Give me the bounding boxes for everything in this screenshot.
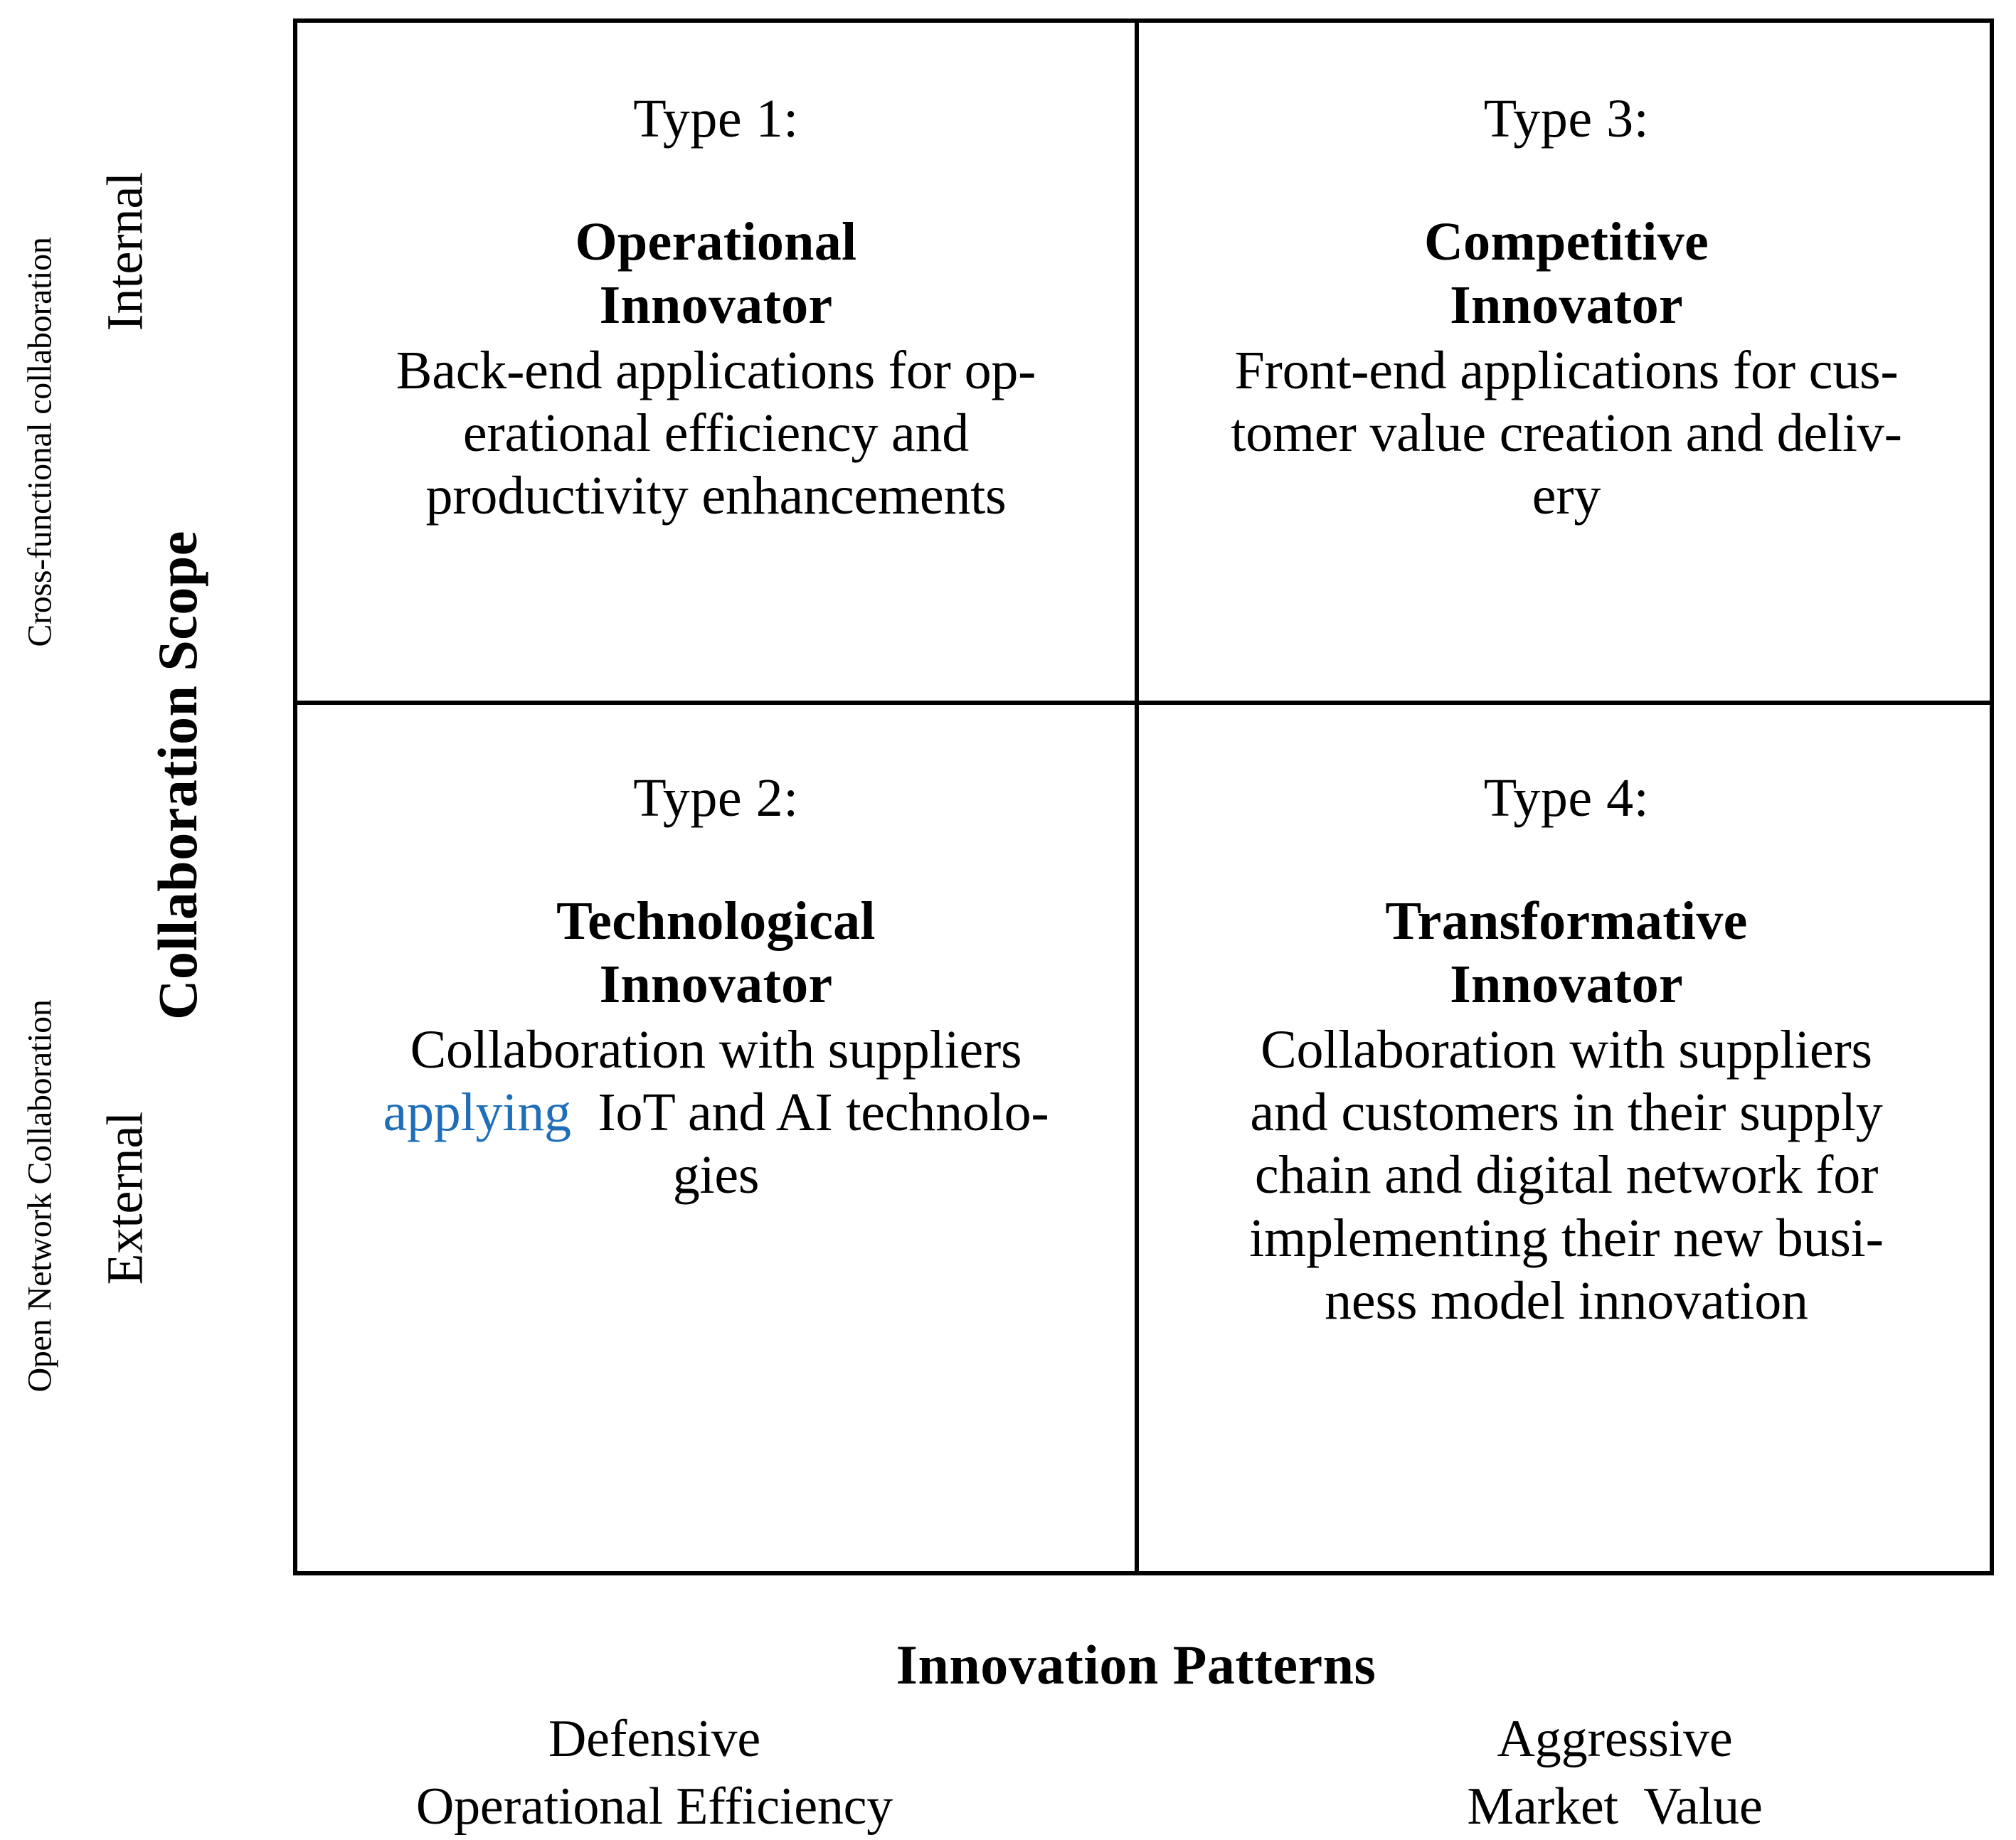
x-axis-sublabel-operational-efficiency: Operational Efficiency — [415, 1777, 893, 1836]
quadrant-type-3-title-line-1: Competitive — [1423, 211, 1709, 272]
x-axis-right-group: Aggressive Market Value — [1224, 1706, 2006, 1840]
quadrant-type-1-title-line-2: Innovator — [599, 275, 833, 336]
quadrant-type-2: Type 2: Technological Innovator Collabor… — [297, 705, 1135, 1575]
quadrant-type-1-description-line-1: Back-end applications for op- — [396, 341, 1036, 401]
quadrant-type-4-label: Type 4: — [1483, 768, 1650, 828]
quadrant-type-2-label: Type 2: — [633, 768, 799, 828]
quadrant-type-4-description-line-3: chain and digital network for — [1254, 1145, 1879, 1206]
y-axis-sublabel-bottom: Open Network Collaboration — [21, 999, 59, 1393]
quadrant-matrix: Type 1: Operational Innovator Back-end a… — [293, 18, 1994, 1575]
quadrant-type-1-description-line-3: productivity enhancements — [425, 466, 1007, 526]
quadrant-type-1-spacer — [340, 148, 1092, 211]
quadrant-type-3: Type 3: Competitive Innovator Front-end … — [1139, 23, 1994, 701]
quadrant-type-4-description-line-5: ness model innovation — [1325, 1270, 1808, 1331]
quadrant-type-2-spacer — [340, 827, 1092, 890]
quadrant-type-4-description-line-1: Collaboration with suppliers — [1261, 1020, 1872, 1080]
quadrant-type-4-title-line-1: Transformative — [1385, 890, 1748, 951]
y-axis-title: Collaboration Scope — [147, 531, 208, 1020]
matrix-vertical-divider — [1135, 23, 1139, 1571]
quadrant-type-1-title-line-1: Operational — [575, 211, 857, 272]
quadrant-type-2-description-line-3: gies — [672, 1145, 760, 1206]
quadrant-type-2-description: Collaboration with suppliers applying Io… — [340, 1019, 1092, 1206]
quadrant-type-2-highlight-word: applying — [383, 1083, 571, 1143]
x-axis-left-group: Defensive Operational Efficiency — [263, 1706, 1046, 1840]
quadrant-type-3-title-line-2: Innovator — [1450, 275, 1683, 336]
x-axis-level-defensive: Defensive — [548, 1710, 761, 1768]
quadrant-type-2-title-line-2: Innovator — [599, 954, 833, 1015]
quadrant-type-4-title-line-2: Innovator — [1450, 954, 1683, 1015]
quadrant-type-4: Type 4: Transformative Innovator Collabo… — [1139, 705, 1994, 1575]
quadrant-type-4-description-line-4: implementing their new busi- — [1249, 1208, 1884, 1268]
quadrant-type-4-description: Collaboration with suppliers and custome… — [1186, 1019, 1947, 1332]
quadrant-type-3-label: Type 3: — [1483, 89, 1650, 149]
quadrant-type-3-spacer — [1186, 148, 1947, 211]
quadrant-type-1-description-line-2: erational efficiency and — [462, 403, 970, 464]
quadrant-type-3-description-line-2: tomer value creation and deliv- — [1231, 403, 1902, 464]
quadrant-type-2-description-line-2-rest: IoT and AI technolo- — [571, 1083, 1049, 1143]
quadrant-type-1: Type 1: Operational Innovator Back-end a… — [297, 23, 1135, 701]
x-axis-sublabel-market-value: Market Value — [1467, 1777, 1763, 1836]
y-axis-level-internal: Internal — [96, 171, 154, 331]
x-axis-level-aggressive: Aggressive — [1497, 1710, 1733, 1768]
quadrant-type-3-description: Front-end applications for cus- tomer va… — [1186, 339, 1947, 527]
quadrant-type-4-spacer — [1186, 827, 1947, 890]
quadrant-type-4-description-line-2: and customers in their supply — [1250, 1083, 1883, 1143]
quadrant-type-2-description-line-2: applying IoT and AI technolo- — [340, 1081, 1092, 1144]
y-axis-sublabel-top: Cross-functional collaboration — [21, 237, 59, 647]
quadrant-type-3-description-line-1: Front-end applications for cus- — [1234, 341, 1899, 401]
quadrant-type-2-description-line-1: Collaboration with suppliers — [410, 1020, 1022, 1080]
quadrant-type-1-description: Back-end applications for op- erational … — [340, 339, 1092, 527]
matrix-horizontal-divider — [297, 701, 1990, 705]
quadrant-type-2-title-line-1: Technological — [556, 890, 876, 951]
quadrant-type-3-description-line-3: ery — [1532, 466, 1601, 526]
quadrant-type-1-label: Type 1: — [633, 89, 799, 149]
x-axis-title: Innovation Patterns — [896, 1634, 1376, 1696]
